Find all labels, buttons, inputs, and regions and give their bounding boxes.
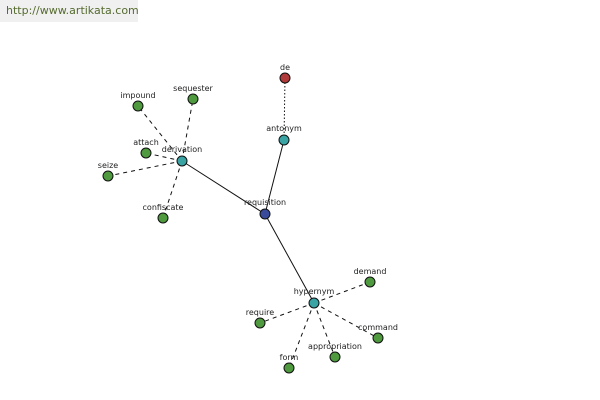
node-dot-sequester[interactable] <box>187 93 199 105</box>
node-label-form: form <box>280 353 299 362</box>
node-label-confiscate: confiscate <box>143 203 184 212</box>
node-label-de: de <box>280 63 290 72</box>
edge-requisition-hypernym <box>264 213 315 304</box>
url-bar: http://www.artikata.com <box>0 0 139 22</box>
node-impound[interactable]: impound <box>120 91 156 112</box>
node-label-antonym: antonym <box>266 124 302 133</box>
node-dot-antonym[interactable] <box>278 134 290 146</box>
node-label-command: command <box>358 323 398 332</box>
site-url-link[interactable]: http://www.artikata.com <box>6 4 139 17</box>
node-dot-seize[interactable] <box>102 170 114 182</box>
node-command[interactable]: command <box>358 323 398 344</box>
edge-derivation-attach <box>145 152 183 162</box>
node-label-requisition: requisition <box>244 198 286 207</box>
node-label-appropriation: appropriation <box>308 342 362 351</box>
node-demand[interactable]: demand <box>354 267 387 288</box>
edge-requisition-derivation <box>181 160 266 215</box>
node-derivation[interactable]: derivation <box>162 145 202 167</box>
node-dot-requisition[interactable] <box>259 208 271 220</box>
graph-nodes: requisition derivation antonym hypernym de im… <box>98 63 398 374</box>
node-label-impound: impound <box>120 91 155 100</box>
edge-hypernym-demand <box>313 281 371 304</box>
edge-hypernym-require <box>259 302 315 324</box>
node-seize[interactable]: seize <box>98 161 119 182</box>
node-de[interactable]: de <box>279 63 291 84</box>
node-dot-de[interactable] <box>279 72 291 84</box>
edge-derivation-seize <box>107 160 183 177</box>
edge-hypernym-form <box>288 302 315 369</box>
edge-requisition-antonym <box>264 139 285 215</box>
node-antonym[interactable]: antonym <box>266 124 302 146</box>
node-dot-require[interactable] <box>254 317 266 329</box>
edge-derivation-confiscate <box>162 160 183 219</box>
node-hypernym[interactable]: hypernym <box>294 287 335 309</box>
node-dot-confiscate[interactable] <box>157 212 169 224</box>
node-dot-attach[interactable] <box>140 147 152 159</box>
node-dot-form[interactable] <box>283 362 295 374</box>
node-form[interactable]: form <box>280 353 299 374</box>
node-dot-command[interactable] <box>372 332 384 344</box>
node-label-require: require <box>246 308 275 317</box>
edge-hypernym-appropriation <box>313 302 336 358</box>
node-label-sequester: sequester <box>173 84 213 93</box>
node-dot-derivation[interactable] <box>176 155 188 167</box>
node-require[interactable]: require <box>246 308 275 329</box>
node-label-attach: attach <box>133 138 159 147</box>
edge-derivation-sequester <box>181 98 194 162</box>
node-label-seize: seize <box>98 161 119 170</box>
node-dot-demand[interactable] <box>364 276 376 288</box>
edge-derivation-impound <box>137 105 183 162</box>
node-label-derivation: derivation <box>162 145 202 154</box>
node-attach[interactable]: attach <box>133 138 159 159</box>
node-dot-impound[interactable] <box>132 100 144 112</box>
node-dot-hypernym[interactable] <box>308 297 320 309</box>
node-dot-appropriation[interactable] <box>329 351 341 363</box>
graph-edges <box>107 77 379 369</box>
node-appropriation[interactable]: appropriation <box>308 342 362 363</box>
node-label-hypernym: hypernym <box>294 287 335 296</box>
node-label-demand: demand <box>354 267 387 276</box>
node-confiscate[interactable]: confiscate <box>143 203 184 224</box>
edge-hypernym-command <box>313 302 379 339</box>
node-requisition[interactable]: requisition <box>244 198 286 220</box>
node-sequester[interactable]: sequester <box>173 84 214 105</box>
